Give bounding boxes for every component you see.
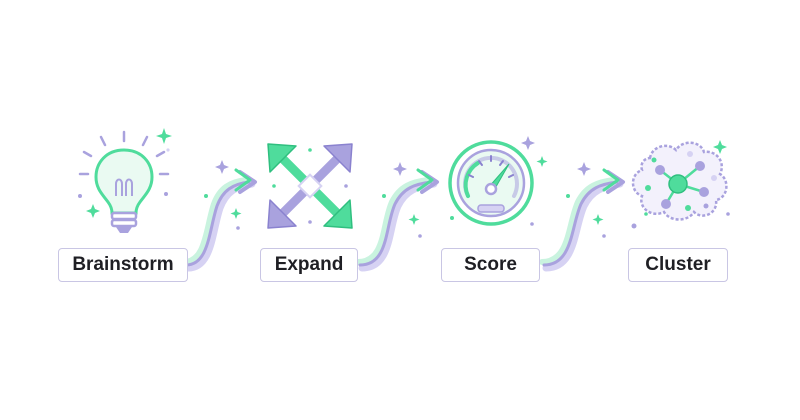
flow-arrow-2 <box>355 162 439 272</box>
sparkle-decoration <box>631 140 730 229</box>
step-label-brainstorm: Brainstorm <box>58 248 188 282</box>
cluster-network-icon <box>631 141 728 221</box>
gauge-icon <box>448 140 534 226</box>
step-label-text: Score <box>464 254 517 275</box>
step-label-cluster: Cluster <box>628 248 728 282</box>
step-label-expand: Expand <box>260 248 358 282</box>
step-label-score: Score <box>441 248 540 282</box>
expand-arrows-icon <box>267 143 353 229</box>
flow-arrow-3 <box>539 162 625 272</box>
step-label-text: Cluster <box>645 254 711 275</box>
step-label-text: Brainstorm <box>72 254 174 275</box>
step-label-text: Expand <box>274 254 344 275</box>
lightbulb-icon <box>78 130 170 233</box>
sparkle-decoration <box>450 136 548 226</box>
sparkle-decoration <box>78 128 172 218</box>
flow-arrow-1 <box>181 160 257 272</box>
